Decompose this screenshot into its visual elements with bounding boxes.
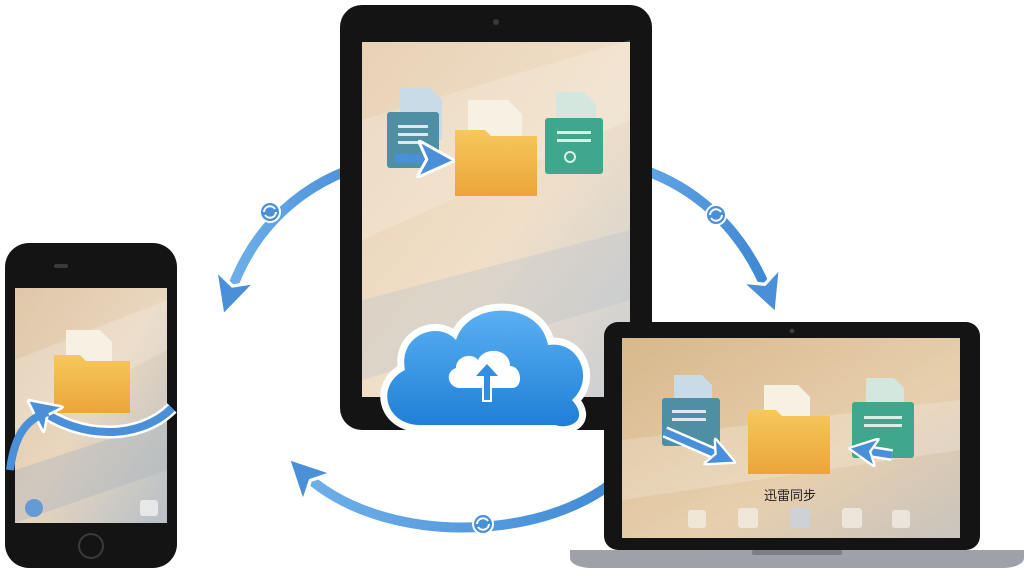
- dock-icons: [25, 499, 158, 517]
- folder-icon: [455, 100, 537, 196]
- home-button-icon: [78, 533, 104, 559]
- laptop-folder-label: 迅雷同步: [763, 489, 816, 504]
- phone-device: [5, 243, 177, 568]
- laptop-device: [570, 322, 1024, 568]
- laptop-dock: [688, 508, 910, 528]
- folder-icon: [54, 330, 130, 413]
- document-icon: [545, 92, 603, 174]
- cloud-upload-icon: [380, 303, 591, 434]
- folder-icon: [748, 385, 830, 474]
- sync-icon: [259, 201, 281, 223]
- arrow-laptop-to-phone: [292, 432, 656, 535]
- sync-icon: [705, 204, 727, 226]
- laptop-base: [570, 550, 1024, 568]
- sync-icon: [472, 513, 494, 535]
- phone-speaker: [54, 264, 68, 268]
- tablet-camera: [493, 19, 499, 25]
